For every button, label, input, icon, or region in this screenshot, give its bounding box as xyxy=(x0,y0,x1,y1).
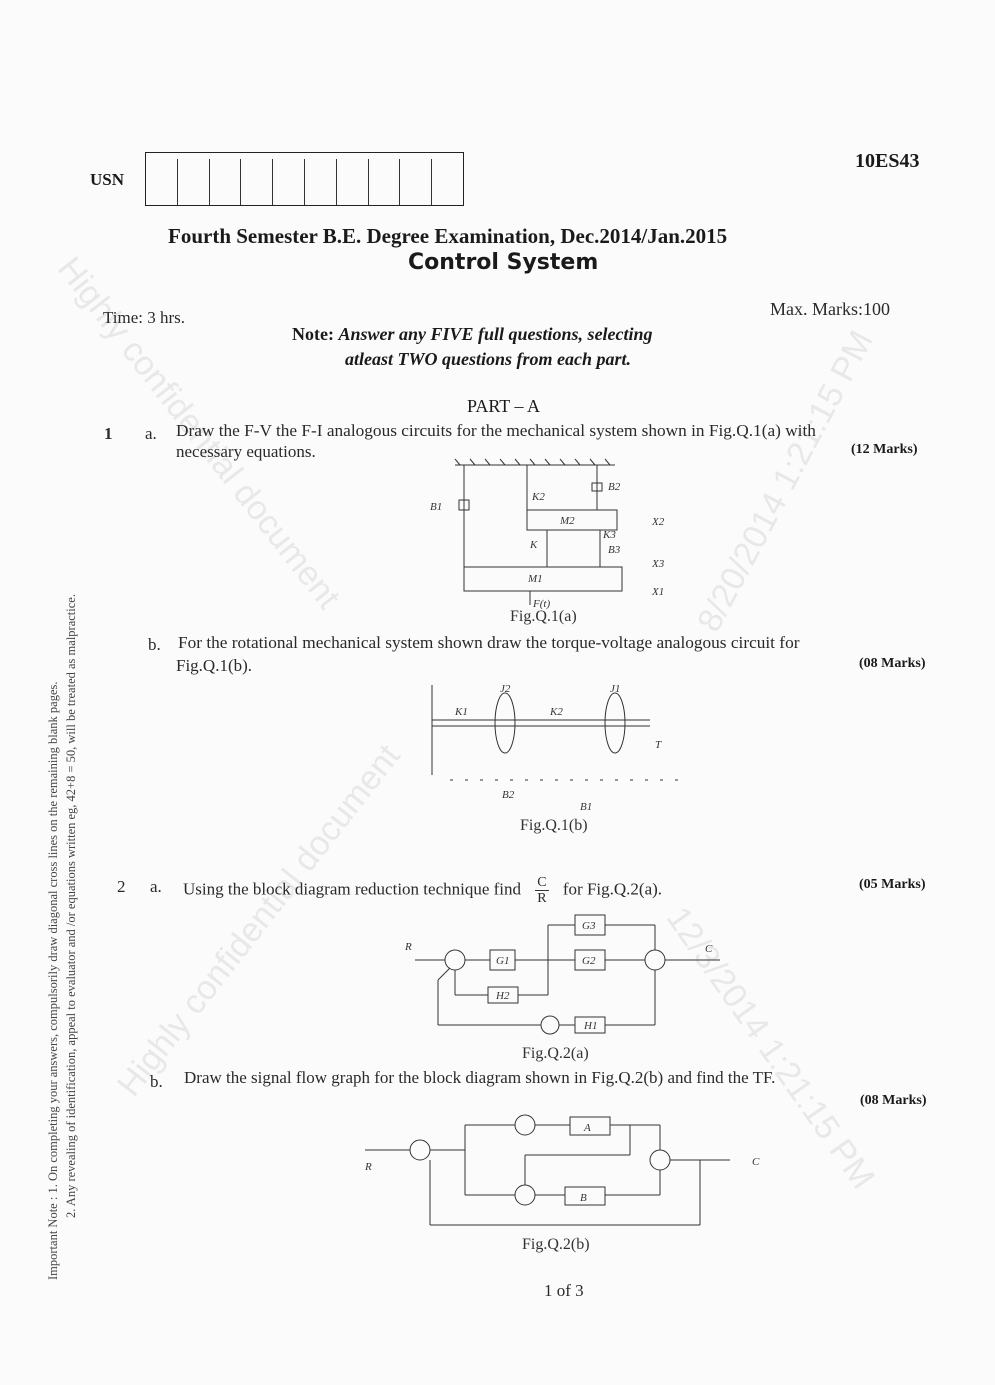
fig-q2a-g1: G1 xyxy=(496,955,509,967)
q2a-text: Using the block diagram reduction techni… xyxy=(183,875,662,906)
fig-q2b-r: R xyxy=(364,1161,372,1173)
note-label: Note: xyxy=(292,324,334,344)
q2a-text-main: Using the block diagram reduction techni… xyxy=(183,879,522,899)
fig-q1b-b1: B1 xyxy=(580,801,592,813)
fig-q2a-g3: G3 xyxy=(582,920,596,932)
figure-q2a: R G1 G2 G3 C H2 H1 xyxy=(404,914,720,1035)
exam-title: Fourth Semester B.E. Degree Examination,… xyxy=(168,224,728,248)
fig-q2a-caption: Fig.Q.2(a) xyxy=(522,1045,589,1062)
watermark: 8/20/2014 1:21:15 PM xyxy=(690,324,881,638)
page-number: 1 of 3 xyxy=(544,1281,584,1300)
important-note: Important Note : 1. On completing your a… xyxy=(44,594,80,1280)
q1a-text-2: necessary equations. xyxy=(176,442,316,461)
watermark: Highly confidential document xyxy=(110,737,408,1104)
fig-q1b-b2: B2 xyxy=(502,789,515,801)
fig-q2b-caption: Fig.Q.2(b) xyxy=(522,1236,590,1253)
fig-q1a-x3: X3 xyxy=(651,558,665,570)
fig-q2a-h1: H1 xyxy=(583,1020,597,1032)
q1b-text-2: Fig.Q.1(b). xyxy=(176,656,253,675)
q2b-marks: (08 Marks) xyxy=(860,1093,927,1108)
subject-code: 10ES43 xyxy=(855,150,920,172)
important-note-line1: Important Note : 1. On completing your a… xyxy=(46,681,60,1280)
q2-number: 2 xyxy=(117,877,126,896)
fig-q1b-caption: Fig.Q.1(b) xyxy=(520,817,588,834)
max-marks: Max. Marks:100 xyxy=(770,299,890,319)
fig-q1a-m2: M2 xyxy=(559,515,575,527)
q2b-label: b. xyxy=(150,1072,163,1091)
fig-q1b-j1: J1 xyxy=(610,683,620,695)
fig-q2a-g2: G2 xyxy=(582,955,596,967)
q2a-frac-num: C xyxy=(535,875,549,891)
fig-q1b-k2: K2 xyxy=(549,706,563,718)
subject-name: Control System xyxy=(408,250,599,275)
fig-q1a-k2: K2 xyxy=(531,491,545,503)
fig-q1a-b3: B3 xyxy=(608,544,621,556)
fig-q1a-m1: M1 xyxy=(527,573,543,585)
fig-q1b-j2: J2 xyxy=(500,683,511,695)
figure-q1a: B1 K2 B2 M2 K K3 B3 M1 F(t) X2 X3 X1 xyxy=(430,458,665,610)
usn-boxes[interactable] xyxy=(145,152,464,206)
fig-q1a-x2: X2 xyxy=(651,516,665,528)
fig-q2b-a: A xyxy=(583,1122,591,1134)
fig-q1a-caption: Fig.Q.1(a) xyxy=(510,608,577,625)
figure-q2b: R A C B xyxy=(364,1114,760,1226)
q1b-label: b. xyxy=(148,635,161,654)
q1a-label: a. xyxy=(145,424,157,443)
fig-q2a-c: C xyxy=(705,943,713,955)
q2a-label: a. xyxy=(150,877,162,896)
fig-q2b-c: C xyxy=(752,1156,760,1168)
fig-q1a-f: F(t) xyxy=(532,598,550,610)
q1a-text: Draw the F-V the F-I analogous circuits … xyxy=(176,421,816,440)
part-a-heading: PART – A xyxy=(467,396,540,416)
important-note-line2: 2. Any revealing of identification, appe… xyxy=(64,594,78,1218)
fig-q1a-x1: X1 xyxy=(651,586,664,598)
q1a-marks: (12 Marks) xyxy=(851,442,918,457)
fig-q1a-b2: B2 xyxy=(608,481,621,493)
fig-q2a-r: R xyxy=(404,941,412,953)
q2a-text-after: for Fig.Q.2(a). xyxy=(562,879,663,899)
time: Time: 3 hrs. xyxy=(103,308,186,327)
fig-q1a-b1: B1 xyxy=(430,501,442,513)
usn-label: USN xyxy=(90,170,125,189)
q2a-fraction: C R xyxy=(535,875,549,906)
q1b-text: For the rotational mechanical system sho… xyxy=(178,633,800,652)
fig-q2a-h2: H2 xyxy=(495,990,510,1002)
fig-q2b-b: B xyxy=(580,1192,587,1204)
q2b-text: Draw the signal flow graph for the block… xyxy=(184,1068,776,1087)
figure-q1b: J2 J1 K1 K2 T B2 B1 xyxy=(431,683,680,813)
q2a-frac-den: R xyxy=(537,891,547,906)
q1b-marks: (08 Marks) xyxy=(859,656,926,671)
fig-q1b-t: T xyxy=(655,739,662,751)
fig-q1a-k: K xyxy=(529,539,538,551)
note-line2: atleast TWO questions from each part. xyxy=(345,349,632,369)
note-line1: Answer any FIVE full questions, selectin… xyxy=(338,324,653,344)
fig-q1b-k1: K1 xyxy=(454,706,468,718)
q2a-marks: (05 Marks) xyxy=(859,877,926,892)
q1-number: 1 xyxy=(104,424,113,443)
note: Note: Answer any FIVE full questions, se… xyxy=(292,324,653,345)
fig-q1a-k3: K3 xyxy=(602,529,616,541)
